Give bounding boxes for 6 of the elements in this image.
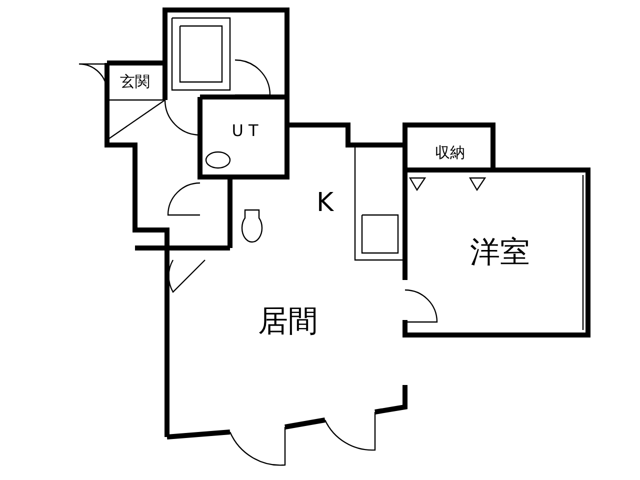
room-label: U T [232,123,258,139]
room-label: 洋室 [470,238,530,268]
room-label: K [316,190,334,216]
room-label: 収納 [435,146,465,160]
room-label: 玄関 [120,74,150,90]
room-label: 居間 [258,307,318,337]
